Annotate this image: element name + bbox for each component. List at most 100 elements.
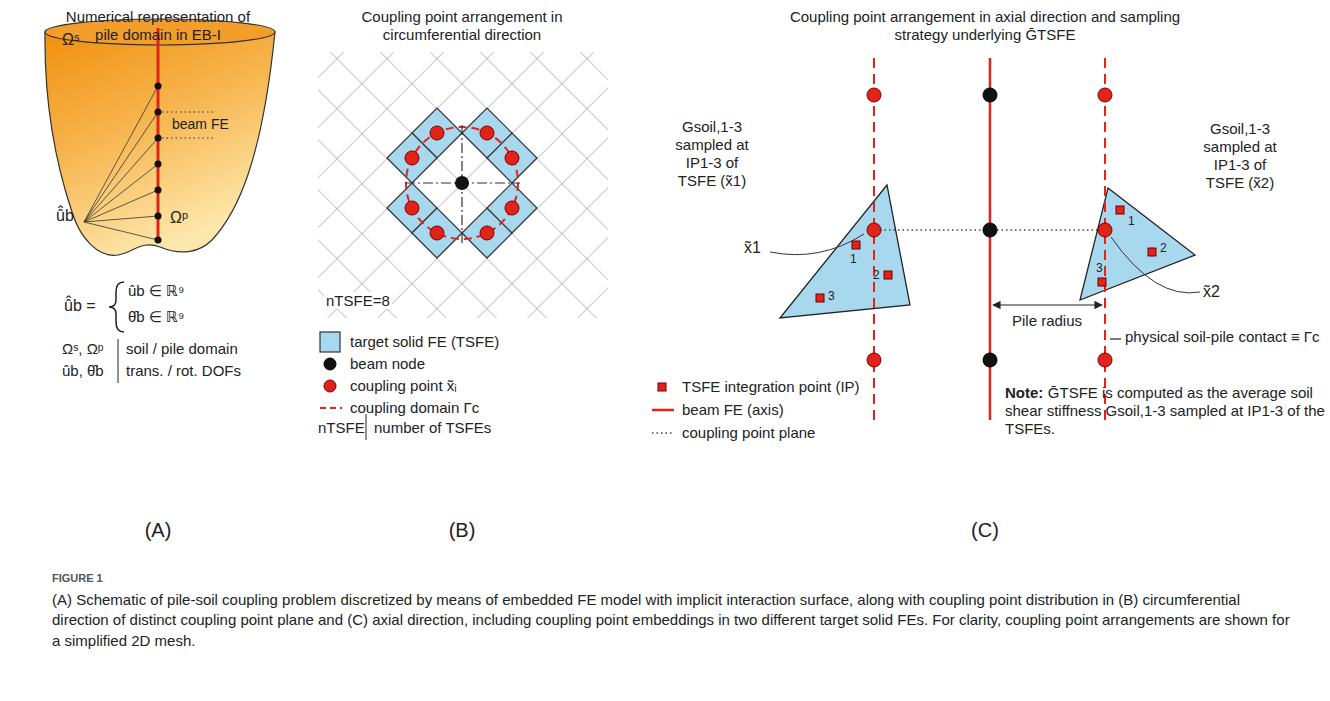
legend-row: number of TSFEs	[374, 419, 491, 437]
dof-line	[84, 216, 158, 222]
label-box: nTSFE=8	[324, 292, 392, 310]
label-box: 3	[1096, 261, 1103, 275]
coupling-point	[1098, 223, 1112, 237]
legend-text: beam node	[350, 355, 425, 372]
label-box: θ̂b ∈ ℝ⁹	[128, 308, 184, 326]
beam-node	[155, 83, 162, 90]
legend-symbol: Ωˢ, Ωᵖ	[62, 340, 104, 357]
target-solid-element	[462, 108, 512, 158]
legend-row: trans. / rot. DOFs	[126, 362, 241, 380]
legend-row: coupling domain Γc	[350, 399, 479, 417]
label-box: (A)	[128, 518, 188, 542]
soil-body	[45, 32, 275, 255]
beam-node	[155, 237, 162, 244]
label-box: FIGURE 1	[52, 572, 103, 585]
beam-node	[155, 161, 162, 168]
dof-line	[84, 138, 158, 222]
equation-term: û̂b =	[64, 297, 96, 314]
legend-row: TSFE integration point (IP)	[682, 378, 860, 396]
label-box: Ωˢ	[62, 30, 79, 49]
dof-line	[84, 112, 158, 222]
legend-text: beam FE (axis)	[682, 401, 784, 418]
legend-separator	[366, 414, 367, 440]
label-box: (C)	[955, 518, 1015, 542]
legend-row: beam node	[350, 355, 425, 373]
callout-number: 3	[828, 289, 835, 303]
beam-node-sample	[324, 358, 336, 370]
legend-row: soil / pile domain	[126, 340, 238, 358]
element-boundary	[162, 137, 216, 138]
beam-node	[983, 223, 997, 237]
panel-heading: Coupling point arrangement in circumfere…	[362, 8, 563, 43]
domain-symbol: Ωˢ	[62, 31, 79, 48]
label-box: Pile radius	[997, 312, 1097, 330]
callout-number: 1	[1128, 214, 1135, 228]
sampling-note: Gsoil,1-3 sampled at IP1-3 of TSFE (x̃2)	[1203, 120, 1276, 191]
target-solid-element	[387, 133, 437, 183]
domain-symbol: Ωᵖ	[170, 209, 188, 226]
legend-row: coupling point plane	[682, 424, 815, 442]
equation-term: θ̂b ∈ ℝ⁹	[128, 308, 184, 325]
label-box: x̃2	[1203, 282, 1220, 301]
target-solid-element	[412, 208, 462, 258]
axial-points	[867, 88, 1112, 367]
integration-point	[884, 271, 892, 279]
legend-text: number of TSFEs	[374, 419, 491, 436]
callout-number: 1	[850, 252, 857, 266]
soil-domain	[45, 19, 275, 255]
label-box: 2	[873, 268, 880, 282]
figure-caption: (A) Schematic of pile-soil coupling prob…	[52, 591, 1290, 649]
label-box: Coupling point arrangement in axial dire…	[765, 8, 1205, 44]
dof-line	[84, 164, 158, 222]
dof-line	[84, 86, 158, 222]
panel-heading: Numerical representation of pile domain …	[66, 8, 250, 43]
label-box: 1	[850, 252, 857, 266]
legend-row: coupling point x̃ᵢ	[350, 377, 457, 395]
legend-symbol: nTSFE	[318, 419, 365, 436]
label-box: Gsoil,1-3 sampled at IP1-3 of TSFE (x̃2)	[1194, 120, 1286, 192]
contact-label: physical soil-pile contact ≡ Γc	[1125, 328, 1320, 345]
beam-node	[455, 176, 469, 190]
beam-nodes	[155, 83, 162, 244]
label-box: Coupling point arrangement in circumfere…	[327, 8, 597, 44]
label-box: Gsoil,1-3 sampled at IP1-3 of TSFE (x̃1)	[666, 118, 758, 190]
coupling-point-sample	[324, 380, 336, 392]
note-heading: Note:	[1005, 384, 1043, 401]
coupling-point	[867, 88, 881, 102]
callout-number: 2	[1160, 241, 1167, 255]
legend-text: TSFE integration point (IP)	[682, 378, 860, 395]
dof-symbol: û̂b	[56, 207, 74, 224]
legend-row: target solid FE (TSFE)	[350, 333, 499, 351]
legend-samples	[320, 332, 674, 433]
label-box: beam FE	[172, 116, 229, 133]
integration-points	[816, 206, 1156, 302]
integration-point	[852, 241, 860, 249]
figure-number: FIGURE 1	[52, 572, 103, 584]
note-text: ḠTSFE is computed as the average soil s…	[1005, 384, 1325, 437]
coupling-point	[430, 226, 444, 240]
coupling-point	[867, 353, 881, 367]
panel-heading: Coupling point arrangement in axial dire…	[790, 8, 1180, 43]
coupling-point	[480, 226, 494, 240]
coupling-point	[505, 201, 519, 215]
label-box: 1	[1128, 214, 1135, 228]
solid-mesh-grid	[318, 52, 608, 318]
note-box: Note:ḠTSFE is computed as the average s…	[1005, 384, 1325, 438]
target-solid-elements	[387, 108, 537, 258]
beam-node	[983, 353, 997, 367]
integration-point	[1148, 248, 1156, 256]
target-solid-element	[1080, 188, 1195, 300]
legend-text: target solid FE (TSFE)	[350, 333, 499, 350]
beam-axis-sample	[652, 409, 674, 412]
integration-point-sample	[658, 383, 666, 391]
leader-line	[770, 234, 864, 255]
label-box: Numerical representation of pile domain …	[58, 8, 258, 44]
legend-row: beam FE (axis)	[682, 401, 784, 419]
coupling-point	[405, 151, 419, 165]
dof-fan-lines	[84, 86, 158, 240]
coupling-point-label: x̃2	[1203, 283, 1220, 300]
leader-line	[1111, 237, 1200, 293]
beam-node	[155, 135, 162, 142]
label-box: Ωᵖ	[170, 208, 188, 227]
